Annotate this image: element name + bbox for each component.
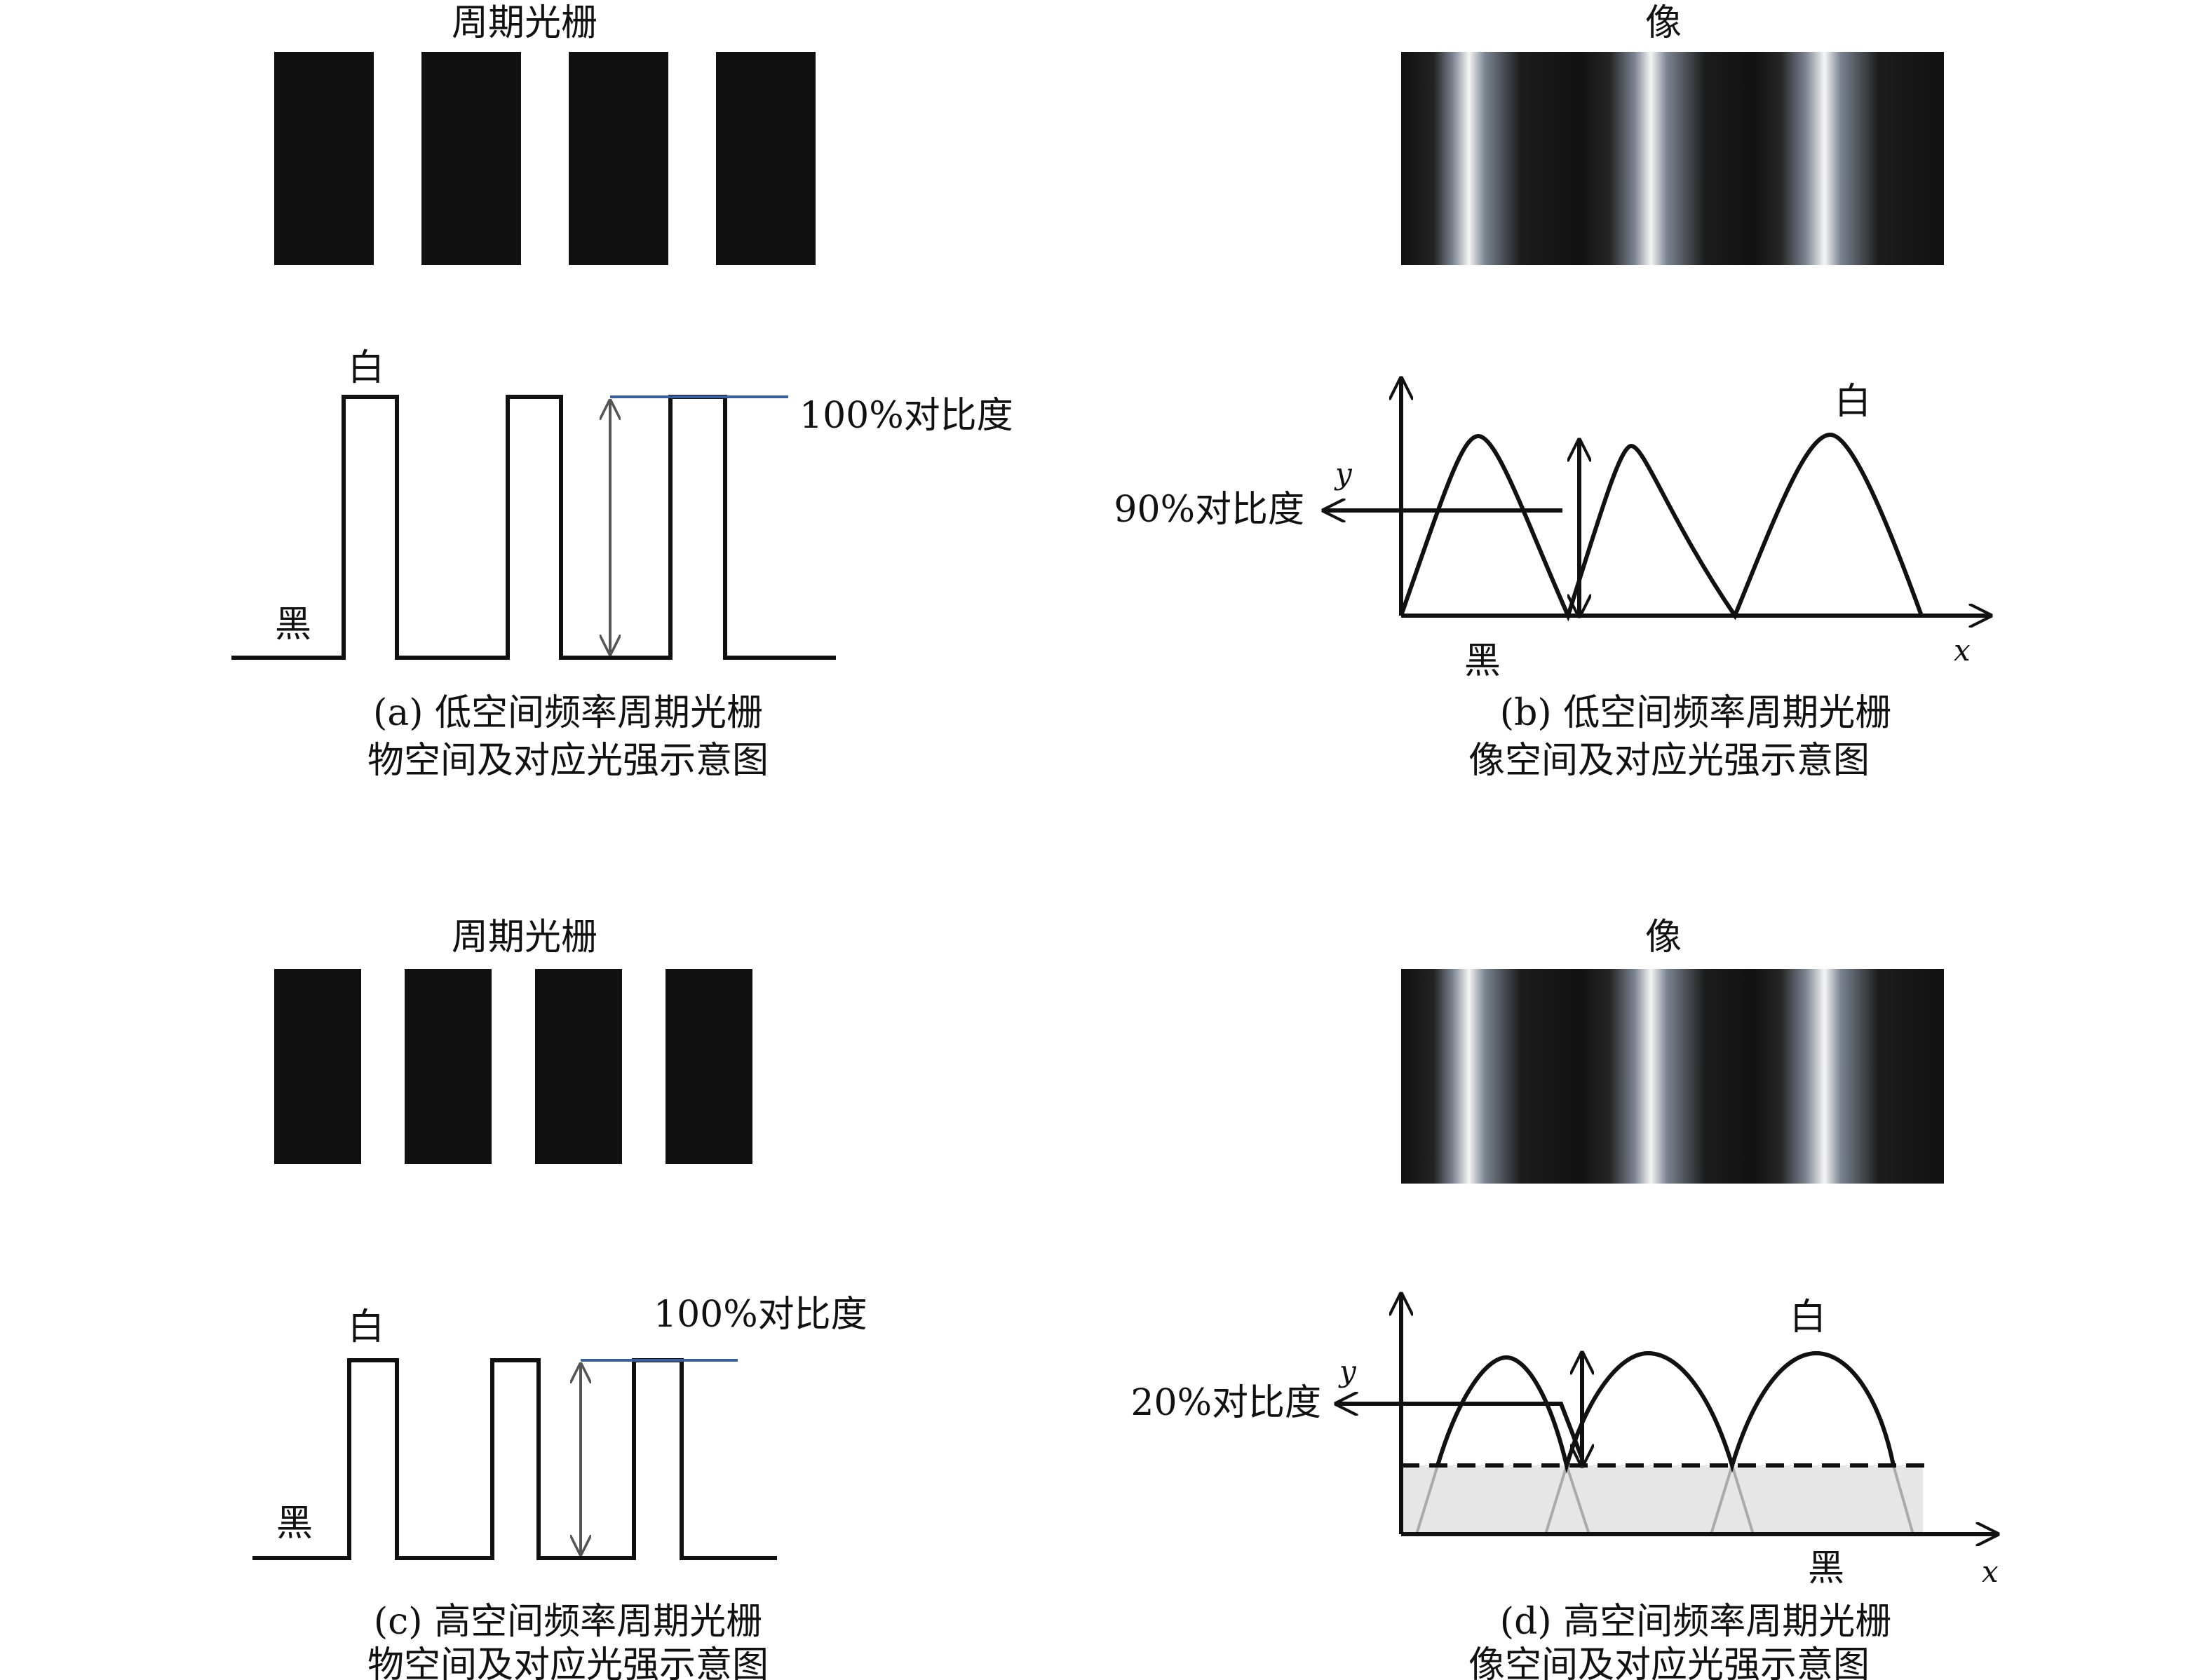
intensity-curve — [1399, 432, 1924, 622]
caption-line1: (d) 高空间频率周期光栅 — [1500, 1601, 1891, 1643]
grating-bar — [569, 52, 668, 265]
contrast-label: 100%对比度 — [799, 395, 1013, 437]
grating-bar — [405, 969, 492, 1164]
white-label: 白 — [1835, 381, 1871, 423]
white-label: 白 — [348, 1306, 384, 1348]
grating-bar — [274, 969, 361, 1164]
caption-line2: 物空间及对应光强示意图 — [367, 740, 769, 782]
panel-a: 周期光栅 白 黑 100%对比度 (a) 低空间频率周期光栅 物空间及对应光强示… — [231, 2, 1013, 782]
caption-line2: 像空间及对应光强示意图 — [1468, 1644, 1870, 1680]
caption-line1: (a) 低空间频率周期光栅 — [373, 692, 763, 734]
panel-c: 周期光栅 白 黑 100%对比度 (c) 高空间频率周期光栅 物空间及对应光强示… — [252, 916, 867, 1680]
grating-bar — [716, 52, 816, 265]
black-label: 黑 — [276, 1503, 313, 1545]
image-title: 像 — [1645, 2, 1682, 44]
x-axis-label: x — [1982, 1554, 1999, 1589]
y-axis-label: y — [1338, 1354, 1357, 1388]
background-level-shade — [1401, 1465, 1923, 1534]
grating-bar — [535, 969, 622, 1164]
image-title: 像 — [1645, 916, 1682, 958]
square-wave — [252, 1358, 777, 1560]
contrast-label: 100%对比度 — [654, 1294, 867, 1336]
white-label: 白 — [348, 347, 384, 389]
grating-bar — [666, 969, 752, 1164]
caption-line2: 物空间及对应光强示意图 — [367, 1644, 769, 1680]
object-title: 周期光栅 — [452, 2, 597, 44]
contrast-pointer-arrow — [1337, 1404, 1584, 1460]
contrast-label: 20%对比度 — [1130, 1382, 1321, 1424]
grating-bar — [421, 52, 521, 265]
image-stripes — [1401, 52, 1944, 265]
black-label: 黑 — [1808, 1547, 1844, 1590]
caption-line1: (b) 低空间频率周期光栅 — [1500, 692, 1891, 734]
grating-bar — [274, 52, 374, 265]
black-label: 黑 — [1464, 640, 1501, 682]
intensity-curve — [1435, 1350, 1896, 1474]
grating-bars — [274, 52, 816, 265]
black-label: 黑 — [275, 604, 311, 646]
caption-line1: (c) 高空间频率周期光栅 — [374, 1601, 762, 1643]
panel-d: 像 y x 20%对比度 白 黑 (d) 高空间频率周期光栅 像空间及对应光强示… — [1130, 916, 1999, 1680]
white-label: 白 — [1790, 1296, 1826, 1339]
x-axis-label: x — [1954, 633, 1971, 668]
ghost-tails — [1415, 1465, 1914, 1535]
y-axis-label: y — [1334, 456, 1353, 491]
contrast-label: 90%对比度 — [1114, 489, 1304, 531]
grating-bars — [274, 969, 752, 1164]
panel-b: 像 y x 90%对比度 白 黑 (b) 低空间频率周期光栅 像空间及对应光强示… — [1114, 2, 1990, 782]
image-stripes — [1401, 969, 1944, 1184]
square-wave — [231, 395, 836, 660]
caption-line2: 像空间及对应光强示意图 — [1468, 740, 1870, 782]
object-title: 周期光栅 — [452, 916, 597, 958]
